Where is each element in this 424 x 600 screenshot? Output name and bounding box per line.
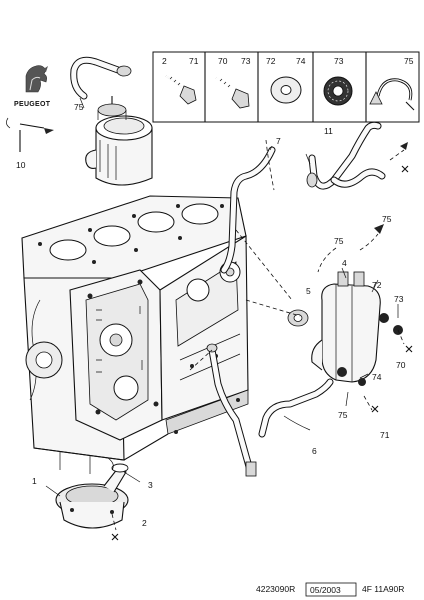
callout-75-low: 75 bbox=[338, 410, 348, 420]
oil-strainer bbox=[55, 463, 129, 529]
callout-6: 6 bbox=[312, 446, 317, 456]
hose-11 bbox=[306, 121, 386, 190]
callout-1: 1 bbox=[32, 476, 37, 486]
callout-74: 74 bbox=[372, 372, 382, 382]
table-cell-5-number: 75 bbox=[404, 56, 414, 66]
callout-75-right: 75 bbox=[382, 214, 392, 224]
table-cell-2-number-a: 70 bbox=[218, 56, 228, 66]
table-cell-2-number-b: 73 bbox=[241, 56, 251, 66]
hose-clamp-icon bbox=[369, 78, 415, 111]
callout-11: 11 bbox=[324, 126, 333, 136]
callout-75-mid: 75 bbox=[334, 236, 344, 246]
fastener-markers bbox=[111, 165, 413, 541]
washer-icon bbox=[270, 76, 302, 104]
table-cell-3-number-b: 74 bbox=[296, 56, 306, 66]
bolt-icon bbox=[165, 75, 197, 105]
star-washer-icon bbox=[323, 76, 353, 106]
footer-code: 4F 11A90R bbox=[362, 584, 404, 594]
footer-date: 05/2003 bbox=[310, 585, 341, 595]
footer-reference: 4223090R 05/2003 4F 11A90R bbox=[256, 582, 404, 597]
callout-5: 5 bbox=[306, 286, 311, 296]
callout-70: 70 bbox=[396, 360, 406, 370]
engine-block bbox=[21, 195, 249, 474]
callouts: 75 10 7 11 75 75 4 72 5 73 70 74 75 71 6… bbox=[16, 102, 406, 528]
callout-4: 4 bbox=[342, 258, 347, 268]
brand-name: PEUGEOT bbox=[14, 101, 51, 108]
table-cell-4-number: 73 bbox=[334, 56, 344, 66]
parts-table: 2 71 70 73 72 74 73 bbox=[152, 51, 420, 123]
oil-separator bbox=[287, 271, 403, 386]
callout-72: 72 bbox=[372, 280, 382, 290]
callout-71: 71 bbox=[380, 430, 390, 440]
peugeot-logo: PEUGEOT bbox=[14, 65, 51, 108]
callout-75-top: 75 bbox=[74, 102, 84, 112]
callout-7: 7 bbox=[276, 136, 281, 146]
callout-10: 10 bbox=[16, 160, 26, 170]
table-cell-3-number-a: 72 bbox=[266, 56, 276, 66]
breather-hose-7 bbox=[220, 146, 276, 274]
table-cell-1-number-b: 71 bbox=[189, 56, 199, 66]
dipstick-tube bbox=[206, 343, 257, 477]
table-cell-1-number-a: 2 bbox=[162, 56, 167, 66]
hose-6 bbox=[258, 378, 334, 438]
callout-3: 3 bbox=[148, 480, 153, 490]
peugeot-lion-logo bbox=[25, 65, 48, 93]
callout-73: 73 bbox=[394, 294, 404, 304]
callout-2: 2 bbox=[142, 518, 147, 528]
leader-lines bbox=[6, 97, 408, 531]
bolt-icon bbox=[215, 77, 250, 109]
footer-ref: 4223090R bbox=[256, 584, 295, 594]
oil-filter-assembly bbox=[70, 56, 153, 186]
